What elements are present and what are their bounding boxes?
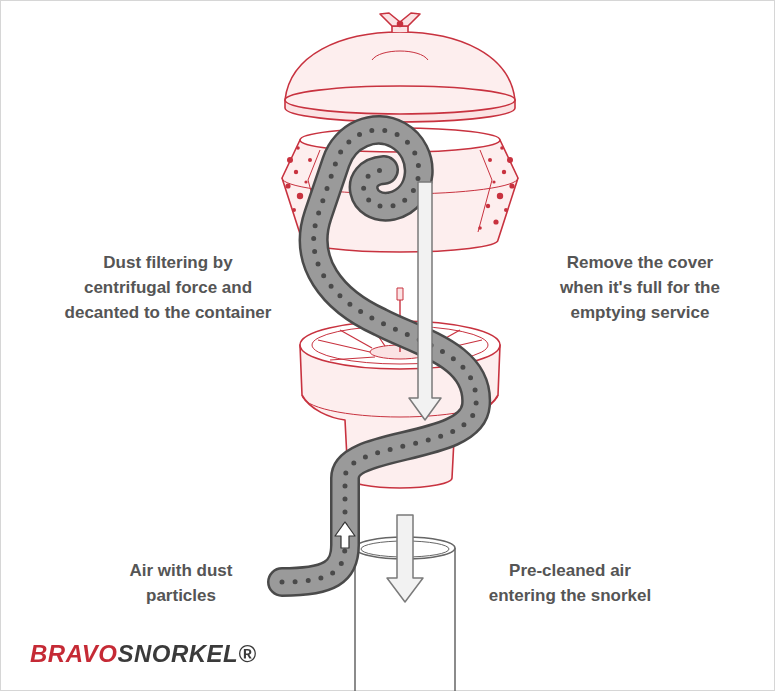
dust-dot bbox=[507, 157, 513, 163]
dust-dot bbox=[297, 193, 303, 199]
dust-dot bbox=[304, 180, 307, 183]
dust-dot bbox=[292, 208, 296, 212]
callout-label: Remove the cover when it's full for the … bbox=[554, 250, 726, 325]
dust-dot bbox=[308, 158, 312, 162]
clean-air-arrow bbox=[387, 182, 441, 602]
callout-label: Dust filtering by centrifugal force and … bbox=[58, 250, 278, 325]
dust-dot bbox=[500, 146, 504, 150]
dust-dot bbox=[497, 193, 503, 199]
dust-dot bbox=[486, 204, 490, 208]
dust-dot bbox=[294, 170, 298, 174]
callout-label: Air with dust particles bbox=[106, 558, 256, 608]
callout-label: Pre-cleaned air entering the snorkel bbox=[475, 558, 665, 608]
dust-dot bbox=[509, 183, 514, 188]
dust-dot bbox=[285, 183, 290, 188]
dust-dot bbox=[287, 157, 293, 163]
dust-dot bbox=[478, 226, 482, 230]
brand-logo: BRAVOSNORKEL® bbox=[30, 640, 256, 668]
dust-dot bbox=[492, 180, 495, 183]
dust-dot bbox=[488, 158, 492, 162]
dust-dot bbox=[296, 146, 300, 150]
dust-dot bbox=[502, 170, 506, 174]
dust-dot bbox=[504, 208, 508, 212]
cover bbox=[285, 13, 515, 122]
dust-dot bbox=[493, 219, 498, 224]
dusty-air-flow bbox=[282, 130, 476, 582]
